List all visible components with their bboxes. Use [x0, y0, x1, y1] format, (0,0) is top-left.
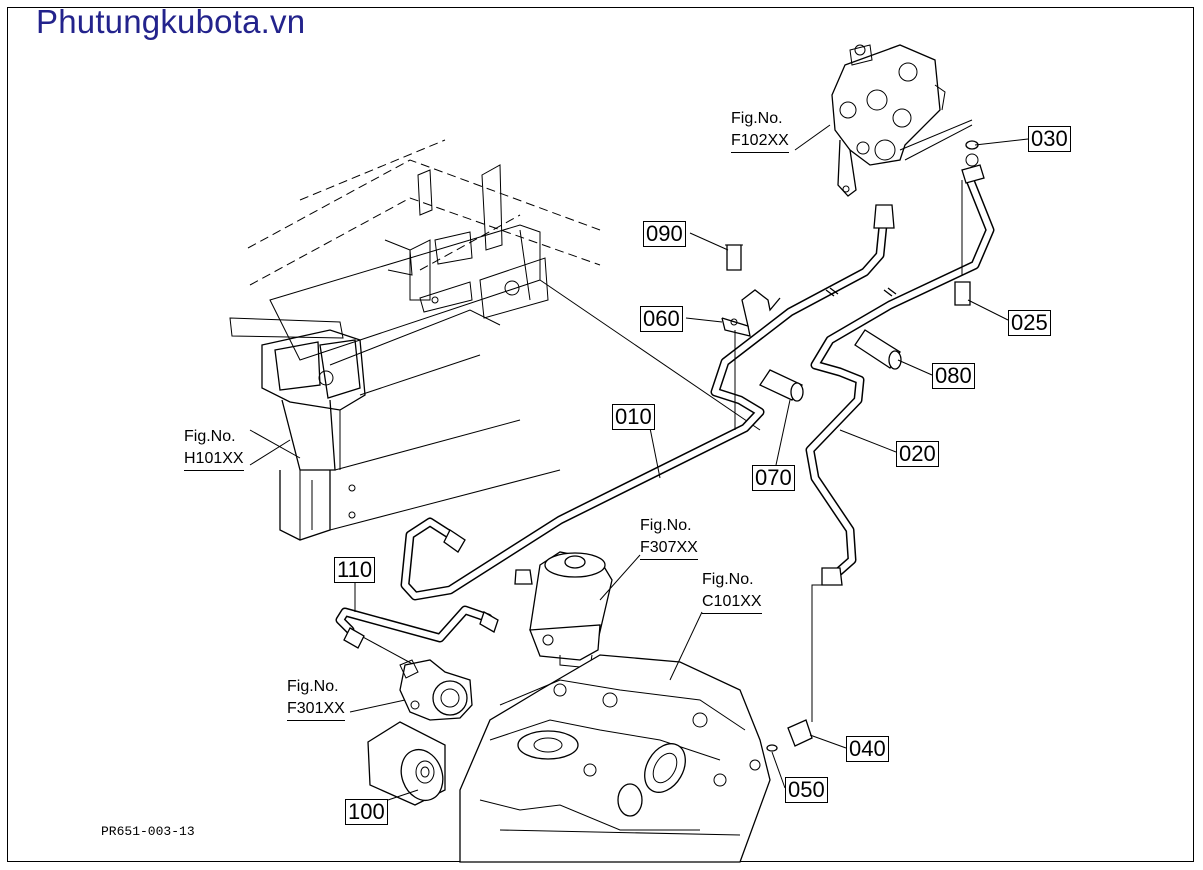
part-callout-100[interactable]: 100	[345, 799, 388, 825]
fig-ref-f102[interactable]: Fig.No. F102XX	[731, 108, 789, 153]
fig-ref-h101[interactable]: Fig.No. H101XX	[184, 426, 244, 471]
part-callout-020[interactable]: 020	[896, 441, 939, 467]
transmission-case-drawing	[459, 654, 771, 863]
lift-cylinder-drawing	[529, 551, 613, 669]
part-callout-050[interactable]: 050	[785, 777, 828, 803]
fig-ref-label: Fig.No.	[731, 110, 783, 127]
part-callout-110[interactable]: 110	[334, 557, 376, 583]
control-valve-drawing	[831, 44, 973, 197]
fig-ref-f301[interactable]: Fig.No. F301XX	[287, 676, 345, 721]
fig-ref-code: F102XX	[731, 130, 789, 153]
fig-ref-code: F301XX	[287, 698, 345, 721]
brand-watermark: Phutungkubota.vn	[36, 3, 306, 40]
leader-lines	[249, 124, 1029, 801]
chassis-frame-drawing	[229, 139, 761, 541]
part-callout-040[interactable]: 040	[846, 736, 889, 762]
fig-ref-code: H101XX	[184, 448, 244, 471]
part-callout-090[interactable]: 090	[643, 221, 686, 247]
fig-ref-code: C101XX	[702, 591, 762, 614]
fig-ref-c101[interactable]: Fig.No. C101XX	[702, 569, 762, 614]
fig-ref-label: Fig.No.	[184, 428, 236, 445]
hydraulic-pump-drawing	[399, 659, 473, 721]
oil-filter-drawing	[367, 721, 446, 806]
fig-ref-code: F307XX	[640, 537, 698, 560]
part-callout-070[interactable]: 070	[752, 465, 795, 491]
small-parts-drawing	[721, 140, 985, 752]
fig-ref-label: Fig.No.	[287, 678, 339, 695]
part-callout-010[interactable]: 010	[612, 404, 655, 430]
part-callout-080[interactable]: 080	[932, 363, 975, 389]
fig-ref-f307[interactable]: Fig.No. F307XX	[640, 515, 698, 560]
drawing-code: PR651-003-13	[101, 824, 195, 839]
part-callout-030[interactable]: 030	[1028, 126, 1071, 152]
fig-ref-label: Fig.No.	[702, 571, 754, 588]
fig-ref-label: Fig.No.	[640, 517, 692, 534]
part-callout-025[interactable]: 025	[1008, 310, 1051, 336]
part-callout-060[interactable]: 060	[640, 306, 683, 332]
